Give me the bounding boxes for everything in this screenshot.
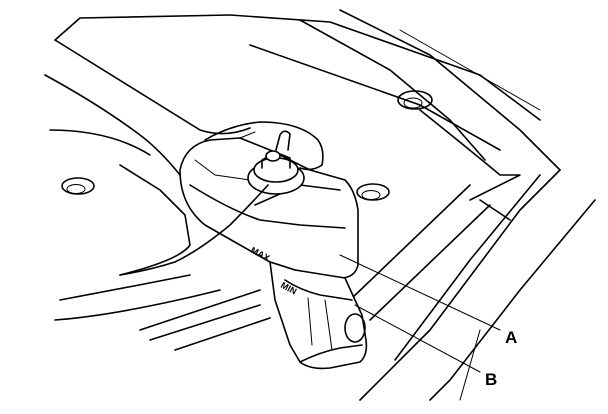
mounting-hole-center bbox=[356, 183, 390, 201]
leader-b bbox=[354, 304, 481, 373]
fender-panel bbox=[44, 74, 271, 351]
reservoir-cap bbox=[247, 130, 305, 195]
hood-panel bbox=[54, 9, 561, 201]
overflow-hose bbox=[119, 121, 324, 276]
frame-rail bbox=[344, 169, 596, 401]
leader-a bbox=[339, 254, 501, 331]
callout-label-b: B bbox=[485, 370, 497, 389]
callout-leaders bbox=[339, 254, 501, 373]
mounting-hole-left bbox=[61, 177, 95, 195]
coolant-reservoir bbox=[179, 137, 368, 370]
callout-label-a: A bbox=[505, 328, 517, 347]
mounting-hole-top-right bbox=[397, 90, 433, 110]
